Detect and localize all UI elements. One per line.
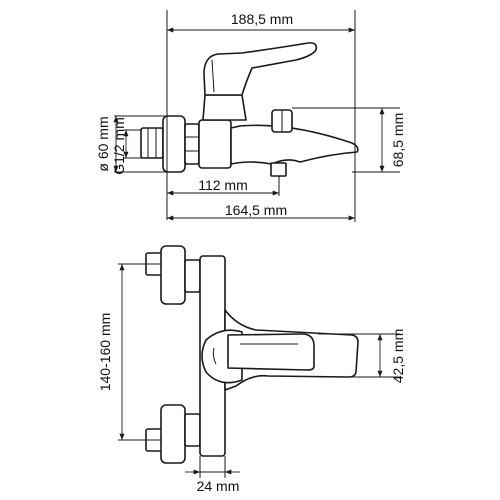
front-view: 140-160 mm 42,5 mm 24 mm bbox=[97, 245, 406, 494]
side-view: 188,5 mm 112 mm 164,5 mm 68,5 mm ø 60 mm… bbox=[95, 10, 406, 222]
dim-label-connection-spacing: 140-160 mm bbox=[97, 313, 113, 392]
front-lever-blade bbox=[227, 333, 315, 371]
side-nut bbox=[184, 123, 200, 165]
side-lever-handle bbox=[203, 42, 318, 96]
front-lower-flange bbox=[160, 404, 186, 464]
side-cartridge-housing bbox=[202, 94, 247, 121]
side-connector-pipe bbox=[140, 127, 164, 159]
side-shower-outlet bbox=[270, 162, 287, 177]
side-wall-flange bbox=[162, 115, 186, 173]
dim-label-outlet-height: 68,5 mm bbox=[390, 113, 406, 167]
front-upper-nut bbox=[184, 259, 201, 293]
dim-label-total-depth: 164,5 mm bbox=[225, 202, 287, 218]
dim-label-center-to-spout: 112 mm bbox=[198, 177, 248, 193]
dim-label-thread: G1/2 mm bbox=[111, 117, 127, 175]
dim-label-spout-height: 42,5 mm bbox=[390, 329, 406, 383]
front-upper-flange bbox=[160, 245, 186, 305]
dim-label-overall-width: 188,5 mm bbox=[231, 11, 293, 27]
side-spout bbox=[230, 124, 359, 165]
side-mixer-body bbox=[198, 119, 232, 169]
dim-label-body-width: 24 mm bbox=[197, 478, 240, 494]
front-lower-nut bbox=[184, 413, 201, 447]
dim-label-flange-diameter: ø 60 mm bbox=[95, 116, 111, 171]
